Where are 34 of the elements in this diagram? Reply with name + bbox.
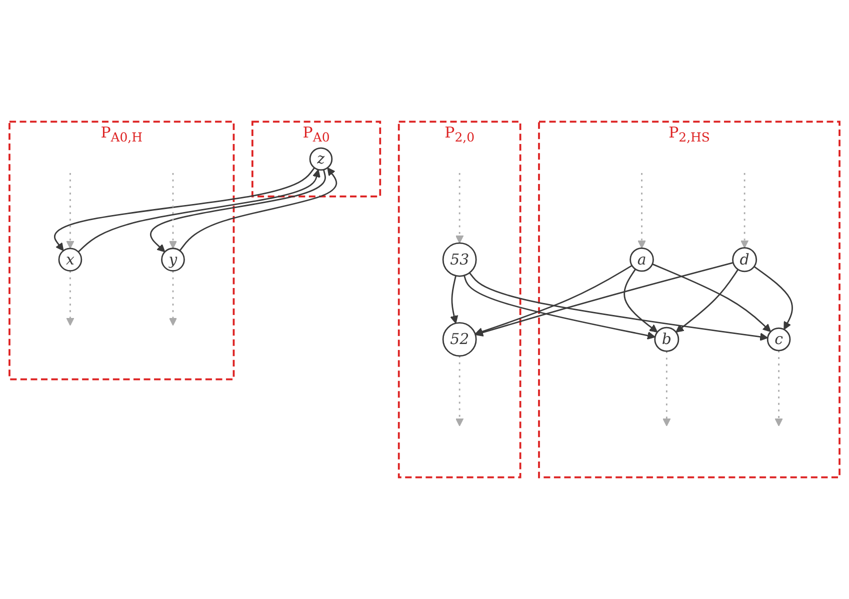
node-circle xyxy=(161,248,185,272)
arrow xyxy=(455,356,464,426)
node-circle xyxy=(309,147,333,171)
arrow xyxy=(740,173,749,248)
arrow xyxy=(475,262,734,337)
arrow xyxy=(624,268,658,333)
arrow xyxy=(450,276,458,324)
cluster xyxy=(538,120,840,478)
arrow xyxy=(754,266,793,330)
arrow xyxy=(168,173,178,249)
node-circle xyxy=(654,326,680,352)
node-circle xyxy=(732,247,758,272)
arrow xyxy=(676,269,739,333)
node-circle xyxy=(766,327,791,352)
arrow xyxy=(168,270,178,326)
arrow xyxy=(474,264,632,336)
arrow xyxy=(150,169,326,252)
arrow xyxy=(179,167,338,252)
node-circle xyxy=(442,322,477,357)
node-circle xyxy=(442,242,477,277)
node-circle xyxy=(58,248,82,272)
arrow xyxy=(662,351,671,426)
arrow xyxy=(66,270,74,326)
arrow xyxy=(652,263,772,332)
cluster xyxy=(8,120,235,380)
arrow xyxy=(66,173,74,249)
arrow xyxy=(638,173,646,249)
arrow xyxy=(455,173,464,244)
arrow xyxy=(464,275,656,340)
cluster xyxy=(398,120,522,478)
cluster xyxy=(251,120,382,198)
arrow xyxy=(774,350,783,426)
node-circle xyxy=(630,247,654,272)
arrow xyxy=(469,272,768,341)
